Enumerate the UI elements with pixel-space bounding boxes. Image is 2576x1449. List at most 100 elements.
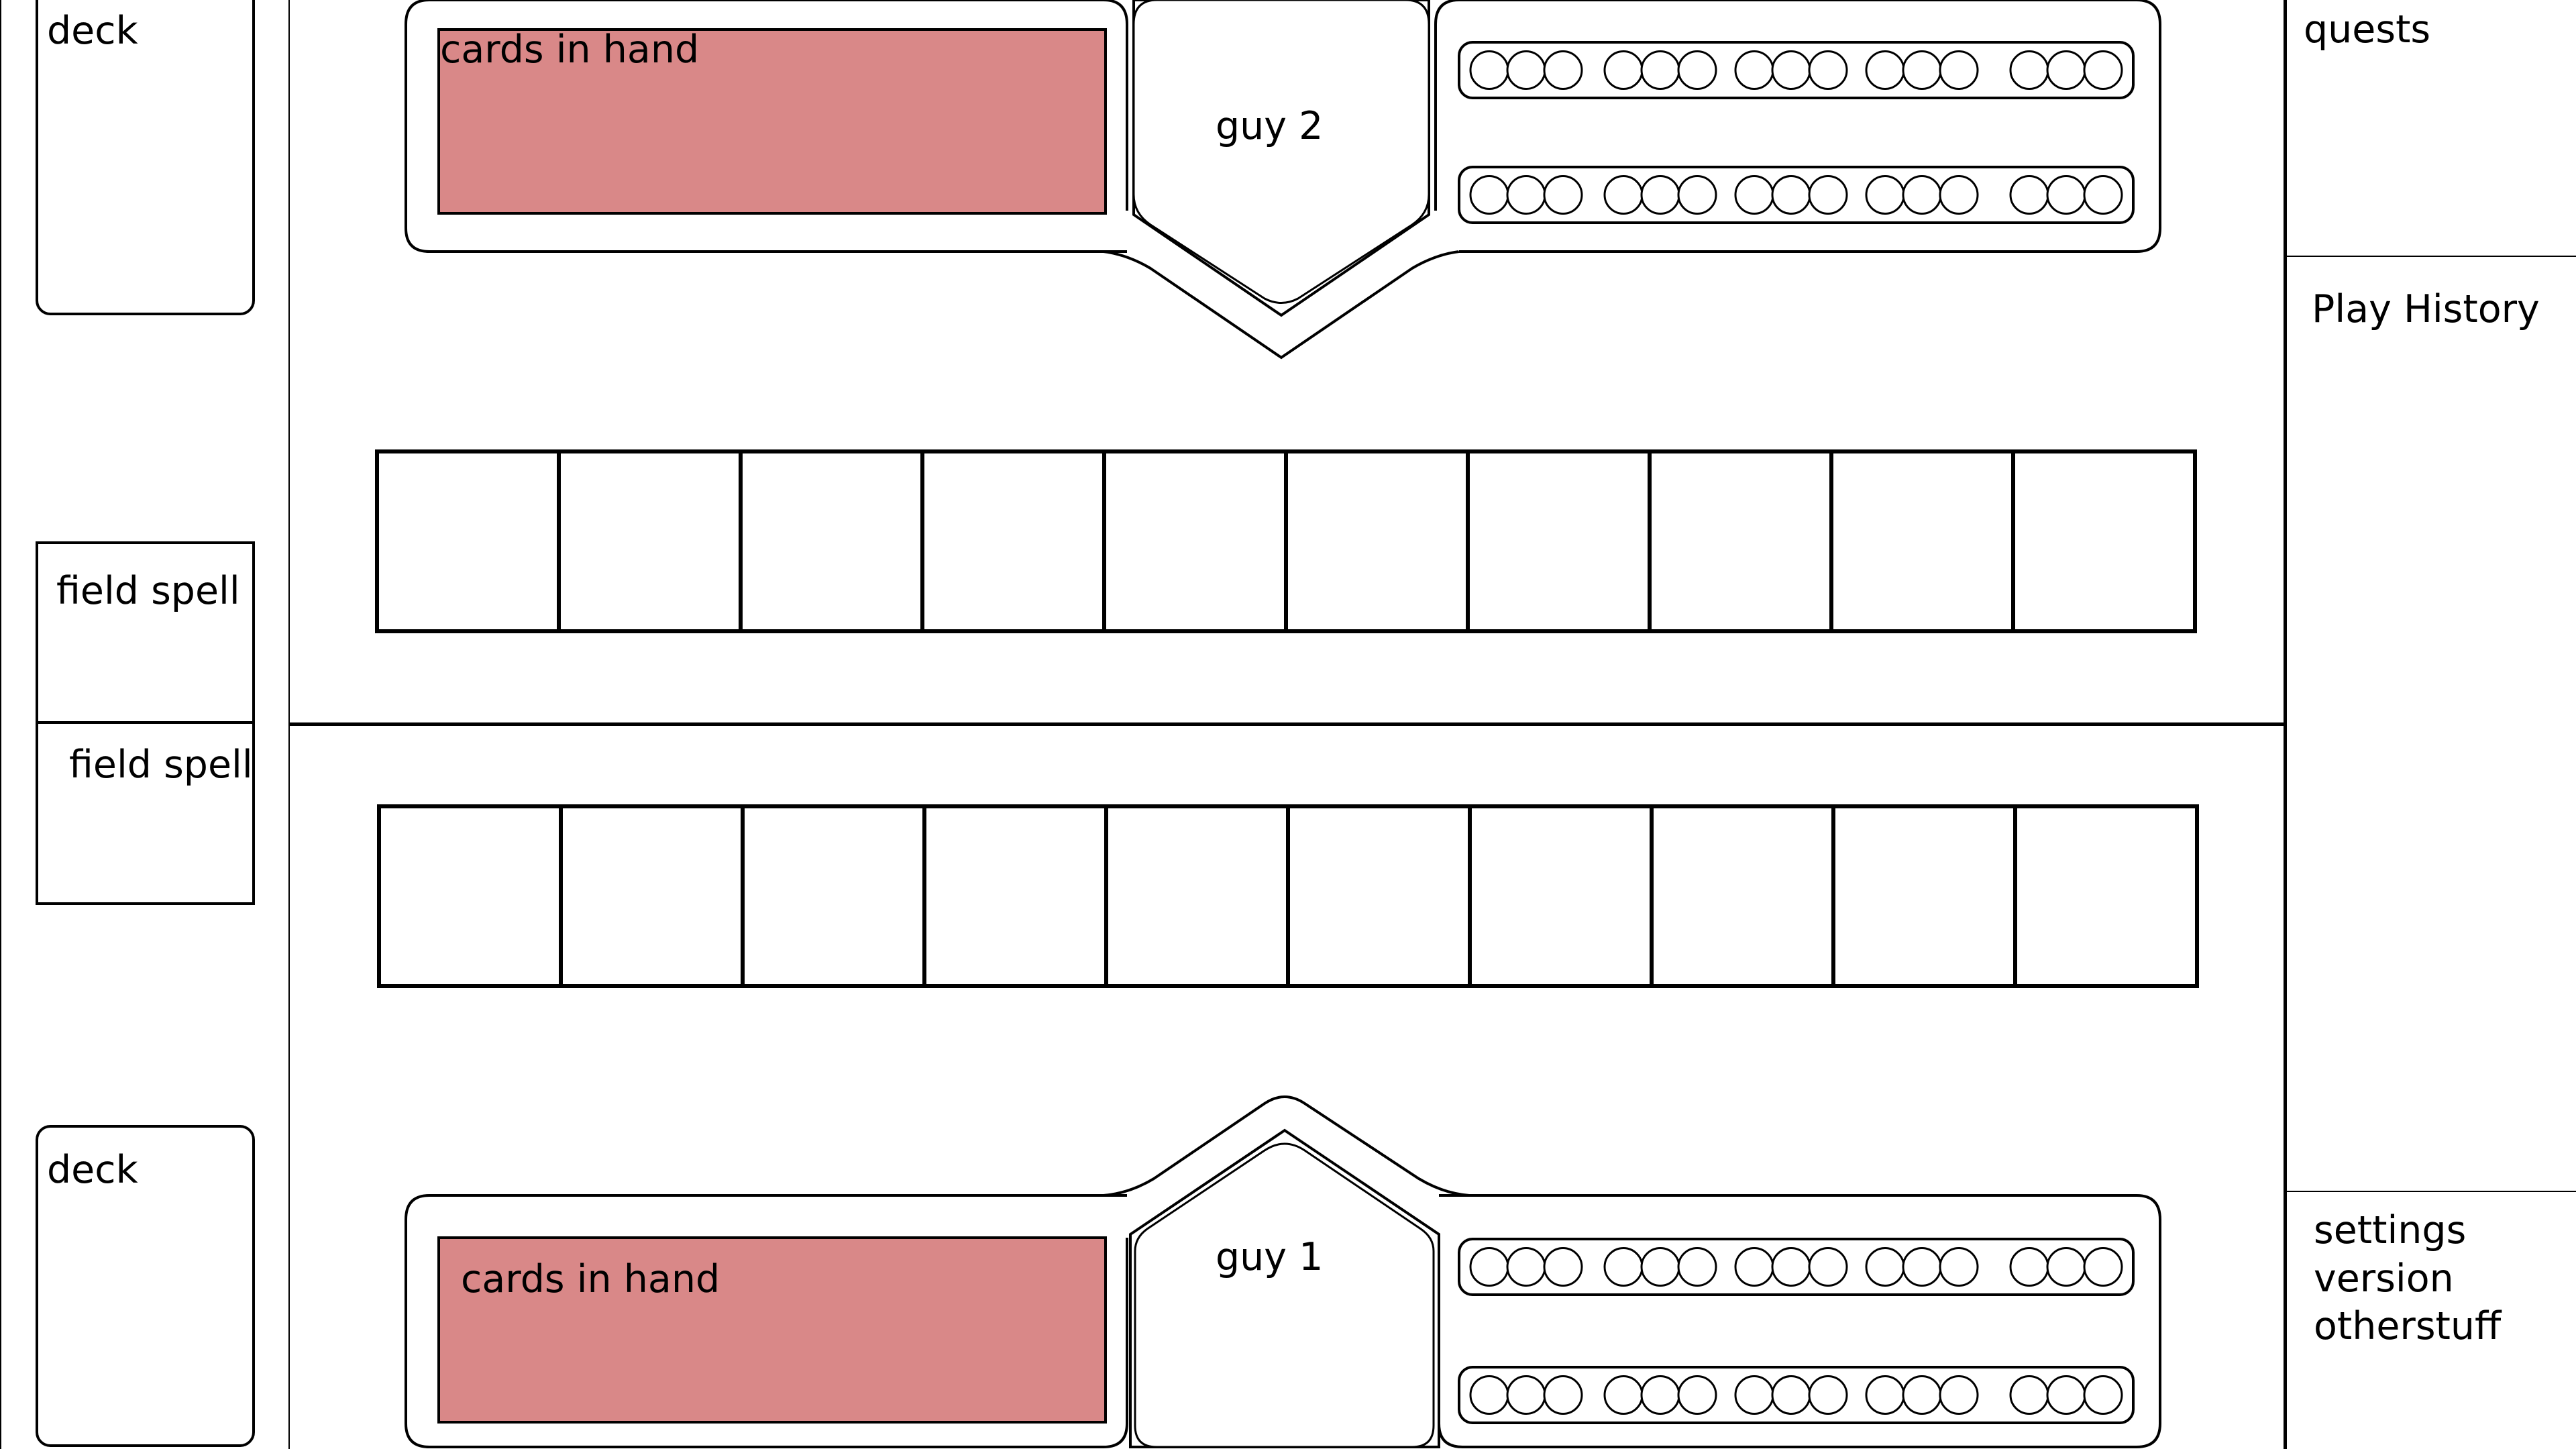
opponent-resource-pip[interactable]	[1771, 175, 1811, 215]
player-resource-pip[interactable]	[2083, 1375, 2123, 1415]
player-resource-pip[interactable]	[1808, 1247, 1848, 1287]
opponent-field-slot-5[interactable]	[1102, 449, 1288, 633]
opponent-hand-label: cards in hand	[440, 28, 700, 72]
opponent-resource-pip[interactable]	[1677, 50, 1717, 90]
opponent-resource-pip[interactable]	[1506, 175, 1546, 215]
opponent-resource-pip[interactable]	[2009, 50, 2049, 90]
player-deck[interactable]: deck	[36, 1125, 255, 1447]
player-resource-pip[interactable]	[1603, 1375, 1644, 1415]
opponent-field-slot-9[interactable]	[1829, 449, 2015, 633]
player-resource-pip[interactable]	[1469, 1247, 1509, 1287]
player-resource-pip[interactable]	[1640, 1375, 1680, 1415]
player-resource-pip[interactable]	[1640, 1247, 1680, 1287]
opponent-resource-pip[interactable]	[1603, 175, 1644, 215]
player-resource-pip[interactable]	[1677, 1247, 1717, 1287]
player-field-slot-4[interactable]	[922, 804, 1108, 988]
opponent-resource-pip[interactable]	[1677, 175, 1717, 215]
opponent-field-slot-8[interactable]	[1648, 449, 1833, 633]
opponent-resource-pip[interactable]	[1939, 175, 1979, 215]
opponent-field-slot-7[interactable]	[1466, 449, 1652, 633]
player-resource-pip[interactable]	[1543, 1375, 1583, 1415]
player-resource-pip[interactable]	[1771, 1247, 1811, 1287]
opponent-field-slot-3[interactable]	[739, 449, 924, 633]
opponent-resource-pip[interactable]	[1543, 175, 1583, 215]
play-history-panel[interactable]: Play History	[2287, 257, 2576, 1191]
opponent-deck[interactable]: deck	[36, 0, 255, 315]
player-resource-pip[interactable]	[1677, 1375, 1717, 1415]
center-divider	[290, 722, 2286, 726]
opponent-resource-pip[interactable]	[1640, 175, 1680, 215]
player-resource-pip[interactable]	[2046, 1375, 2086, 1415]
player-resource-pip[interactable]	[1469, 1375, 1509, 1415]
opponent-resource-pip[interactable]	[2083, 175, 2123, 215]
opponent-resource-pip[interactable]	[1734, 50, 1774, 90]
quests-panel[interactable]: quests	[2287, 0, 2576, 256]
settings-panel[interactable]: settings version otherstuff	[2287, 1192, 2576, 1449]
opponent-field-slot-10[interactable]	[2011, 449, 2197, 633]
player-resource-pip[interactable]	[1506, 1247, 1546, 1287]
player-field-slot-8[interactable]	[1650, 804, 1835, 988]
opponent-portrait[interactable]	[1134, 0, 1429, 295]
opponent-hand[interactable]: cards in hand	[437, 28, 1107, 215]
opponent-field-slot-1[interactable]	[375, 449, 561, 633]
opponent-field-row	[375, 449, 2197, 633]
player-field-slot-5[interactable]	[1104, 804, 1290, 988]
player-field-spell-zone[interactable]: field spell	[36, 721, 255, 905]
opponent-resource-pip[interactable]	[1469, 50, 1509, 90]
player-resource-pip[interactable]	[2009, 1375, 2049, 1415]
player-portrait[interactable]	[1134, 1140, 1436, 1447]
opponent-field-slot-6[interactable]	[1284, 449, 1470, 633]
player-resource-pip[interactable]	[1734, 1247, 1774, 1287]
play-history-label: Play History	[2312, 287, 2540, 331]
player-resource-pip[interactable]	[1939, 1375, 1979, 1415]
player-resource-pip[interactable]	[1603, 1247, 1644, 1287]
player-resource-pip[interactable]	[1506, 1375, 1546, 1415]
opponent-field-slot-2[interactable]	[557, 449, 743, 633]
opponent-resource-pip[interactable]	[2046, 50, 2086, 90]
opponent-resource-pip[interactable]	[1469, 175, 1509, 215]
settings-link[interactable]: settings	[2314, 1208, 2467, 1252]
left-column-divider	[288, 0, 290, 1449]
player-field-slot-3[interactable]	[741, 804, 926, 988]
player-field-slot-7[interactable]	[1468, 804, 1654, 988]
opponent-resource-pip[interactable]	[1603, 50, 1644, 90]
opponent-resource-pip[interactable]	[1808, 50, 1848, 90]
player-field-slot-9[interactable]	[1831, 804, 2017, 988]
opponent-resource-pip[interactable]	[1506, 50, 1546, 90]
player-field-slot-6[interactable]	[1286, 804, 1472, 988]
opponent-resource-pip[interactable]	[1640, 50, 1680, 90]
player-resource-pip[interactable]	[1865, 1247, 1905, 1287]
opponent-resource-pip[interactable]	[2009, 175, 2049, 215]
opponent-resource-pip[interactable]	[1771, 50, 1811, 90]
player-field-slot-2[interactable]	[559, 804, 745, 988]
opponent-resource-pip[interactable]	[1902, 50, 1942, 90]
quests-label: quests	[2304, 7, 2431, 52]
opponent-resource-pip[interactable]	[1808, 175, 1848, 215]
opponent-resource-pip[interactable]	[2046, 175, 2086, 215]
opponent-resource-pip[interactable]	[1543, 50, 1583, 90]
opponent-banner-wing	[1103, 250, 1460, 360]
opponent-resource-pip[interactable]	[2083, 50, 2123, 90]
player-resource-pip[interactable]	[1865, 1375, 1905, 1415]
player-resource-pip[interactable]	[2046, 1247, 2086, 1287]
player-resource-pip[interactable]	[1543, 1247, 1583, 1287]
opponent-field-slot-4[interactable]	[920, 449, 1106, 633]
player-field-slot-10[interactable]	[2013, 804, 2199, 988]
player-resource-pip[interactable]	[1939, 1247, 1979, 1287]
opponent-resource-pip[interactable]	[1939, 50, 1979, 90]
player-resource-pip[interactable]	[1902, 1375, 1942, 1415]
opponent-resource-pip[interactable]	[1865, 175, 1905, 215]
opponent-field-spell-zone[interactable]: field spell	[36, 541, 255, 724]
opponent-resource-pip[interactable]	[1902, 175, 1942, 215]
player-resource-pip[interactable]	[1808, 1375, 1848, 1415]
player-resource-pip[interactable]	[2083, 1247, 2123, 1287]
opponent-resource-pip[interactable]	[1734, 175, 1774, 215]
player-hand[interactable]: cards in hand	[437, 1236, 1107, 1424]
opponent-resource-pip[interactable]	[1865, 50, 1905, 90]
otherstuff-link[interactable]: otherstuff	[2314, 1304, 2502, 1348]
player-resource-pip[interactable]	[2009, 1247, 2049, 1287]
player-resource-pip[interactable]	[1734, 1375, 1774, 1415]
player-resource-pip[interactable]	[1902, 1247, 1942, 1287]
player-resource-pip[interactable]	[1771, 1375, 1811, 1415]
player-field-slot-1[interactable]	[377, 804, 563, 988]
